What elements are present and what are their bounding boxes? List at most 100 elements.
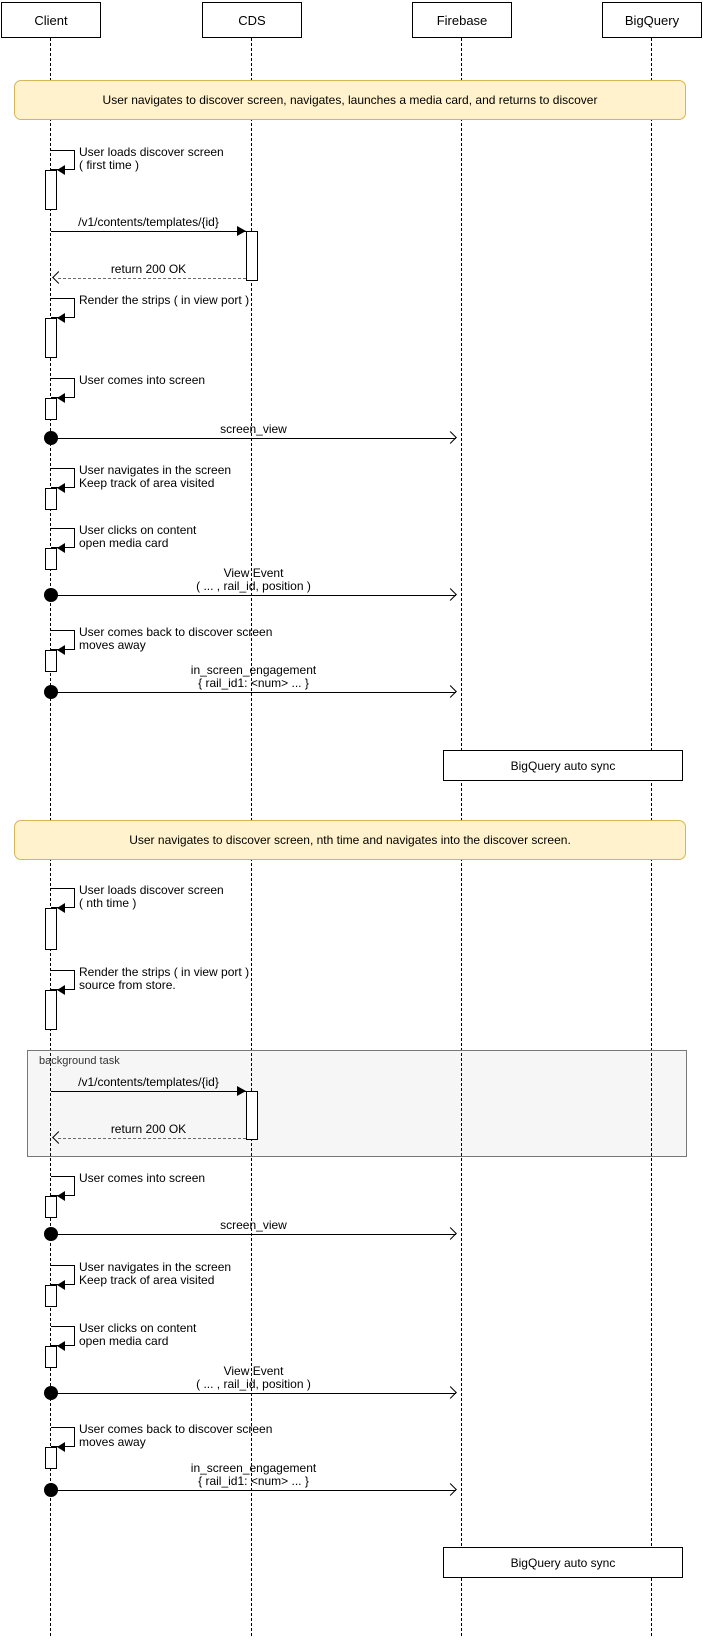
message-label-view-event: View Event ( ... , rail_id, position ) bbox=[51, 567, 456, 593]
label-line: Render the strips ( in view port ) bbox=[79, 965, 250, 979]
label-line: moves away bbox=[79, 1435, 146, 1449]
arrowhead-icon bbox=[57, 543, 65, 553]
label-line: User navigates in the screen bbox=[79, 463, 232, 477]
label-line: ( first time ) bbox=[79, 158, 139, 172]
self-message-label: User navigates in the screen Keep track … bbox=[79, 1261, 231, 1287]
label-line: View Event bbox=[223, 566, 284, 580]
found-message-dot-icon bbox=[44, 1386, 58, 1400]
message-label-engagement: in_screen_engagement { rail_id1: <num> .… bbox=[51, 664, 456, 690]
arrowhead-icon bbox=[57, 313, 65, 323]
background-task-frame bbox=[27, 1050, 687, 1157]
self-message-label: User comes into screen bbox=[79, 1171, 206, 1185]
label-line: { rail_id1: <num> ... } bbox=[198, 676, 309, 690]
found-message-dot-icon bbox=[44, 1227, 58, 1241]
label-line: in_screen_engagement bbox=[190, 1461, 317, 1475]
arrowhead-icon bbox=[57, 985, 65, 995]
label-line: User loads discover screen bbox=[79, 145, 224, 159]
arrowhead-icon bbox=[57, 1442, 65, 1452]
activation-bar-client bbox=[45, 650, 57, 672]
self-message-label: Render the strips ( in view port ) bbox=[79, 293, 250, 307]
message-label-screen-view: screen_view bbox=[220, 1218, 287, 1232]
activation-bar-cds bbox=[246, 1091, 258, 1140]
label-line: View Event bbox=[223, 1364, 284, 1378]
return-arrow-api bbox=[58, 1138, 246, 1139]
activation-bar-client bbox=[45, 488, 57, 510]
message-label-screen-view: screen_view bbox=[220, 422, 287, 436]
self-message-label: Render the strips ( in view port ) sourc… bbox=[79, 966, 249, 992]
label-line: ( ... , rail_id, position ) bbox=[196, 1377, 311, 1391]
label-line: open media card bbox=[79, 1334, 169, 1348]
message-arrow-api-call bbox=[51, 231, 246, 232]
activation-bar-client bbox=[45, 1346, 57, 1368]
activation-bar-cds bbox=[246, 231, 258, 281]
label-line: Keep track of area visited bbox=[79, 476, 215, 490]
message-label-api-return: return 200 OK bbox=[110, 262, 187, 276]
arrowhead-icon bbox=[57, 1280, 65, 1290]
message-label-view-event: View Event ( ... , rail_id, position ) bbox=[51, 1365, 456, 1391]
message-arrow-screen-view bbox=[51, 438, 456, 439]
label-line: moves away bbox=[79, 638, 146, 652]
message-arrow-view-event bbox=[51, 1393, 456, 1394]
bigquery-sync-box-1: BigQuery auto sync bbox=[443, 750, 683, 781]
arrowhead-icon bbox=[57, 1191, 65, 1201]
background-task-label: background task bbox=[39, 1055, 120, 1067]
self-message-label: User comes back to discover screen moves… bbox=[79, 1423, 272, 1449]
message-arrow-screen-view bbox=[51, 1234, 456, 1235]
arrowhead-icon bbox=[57, 645, 65, 655]
activation-bar-client bbox=[45, 170, 57, 210]
activation-bar-client bbox=[45, 1196, 57, 1218]
label-line: { rail_id1: <num> ... } bbox=[198, 1474, 309, 1488]
label-line: User comes back to discover screen bbox=[79, 1422, 273, 1436]
label-line: ( ... , rail_id, position ) bbox=[196, 579, 311, 593]
arrowhead-icon bbox=[57, 903, 65, 913]
label-line: User clicks on content bbox=[79, 1321, 197, 1335]
label-line: ( nth time ) bbox=[79, 896, 137, 910]
activation-bar-client bbox=[45, 548, 57, 570]
label-line: User navigates in the screen bbox=[79, 1260, 232, 1274]
arrowhead-icon bbox=[57, 483, 65, 493]
self-message-label: User clicks on content open media card bbox=[79, 524, 196, 550]
message-label-api-call: /v1/contents/templates/{id} bbox=[78, 1075, 219, 1089]
activation-bar-client bbox=[45, 1285, 57, 1307]
bigquery-sync-box-2: BigQuery auto sync bbox=[443, 1547, 683, 1578]
activation-bar-client bbox=[45, 1447, 57, 1469]
message-label-engagement: in_screen_engagement { rail_id1: <num> .… bbox=[51, 1462, 456, 1488]
found-message-dot-icon bbox=[44, 431, 58, 445]
activation-bar-client bbox=[45, 990, 57, 1030]
found-message-dot-icon bbox=[44, 1483, 58, 1497]
found-message-dot-icon bbox=[44, 685, 58, 699]
note-section-2: User navigates to discover screen, nth t… bbox=[14, 820, 686, 860]
found-message-dot-icon bbox=[44, 588, 58, 602]
self-message-label: User loads discover screen ( nth time ) bbox=[79, 884, 224, 910]
self-message-label: User comes into screen bbox=[79, 373, 206, 387]
label-line: User clicks on content bbox=[79, 523, 197, 537]
message-label-api-return: return 200 OK bbox=[110, 1122, 187, 1136]
label-line: User comes back to discover screen bbox=[79, 625, 273, 639]
label-line: Keep track of area visited bbox=[79, 1273, 215, 1287]
label-line: User loads discover screen bbox=[79, 883, 224, 897]
activation-bar-client bbox=[45, 318, 57, 358]
self-message-label: User navigates in the screen Keep track … bbox=[79, 464, 231, 490]
participant-box-client: Client bbox=[1, 2, 101, 38]
message-arrow-api-call bbox=[51, 1091, 246, 1092]
label-line: source from store. bbox=[79, 978, 176, 992]
arrowhead-icon bbox=[57, 1341, 65, 1351]
participant-box-bigquery: BigQuery bbox=[602, 2, 702, 38]
activation-bar-client bbox=[45, 398, 57, 420]
note-section-1: User navigates to discover screen, navig… bbox=[14, 80, 686, 120]
participant-box-firebase: Firebase bbox=[412, 2, 512, 38]
message-arrow-view-event bbox=[51, 595, 456, 596]
label-line: open media card bbox=[79, 536, 169, 550]
activation-bar-client bbox=[45, 908, 57, 950]
message-label-api-call: /v1/contents/templates/{id} bbox=[78, 215, 219, 229]
self-message-label: User clicks on content open media card bbox=[79, 1322, 196, 1348]
message-arrow-engagement bbox=[51, 1490, 456, 1491]
arrowhead-icon bbox=[237, 1086, 246, 1096]
participant-box-cds: CDS bbox=[202, 2, 302, 38]
self-message-label: User loads discover screen ( first time … bbox=[79, 146, 224, 172]
arrowhead-icon bbox=[57, 393, 65, 403]
self-message-label: User comes back to discover screen moves… bbox=[79, 626, 272, 652]
arrowhead-icon bbox=[237, 226, 246, 236]
arrowhead-icon bbox=[57, 165, 65, 175]
